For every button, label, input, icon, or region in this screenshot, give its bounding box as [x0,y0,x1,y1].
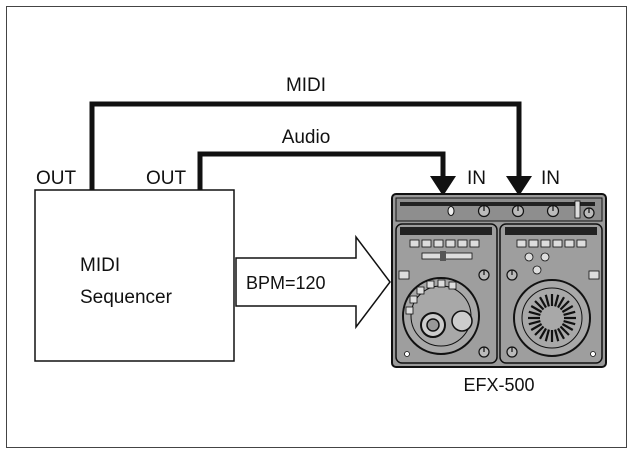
button-icon [577,240,586,247]
small-knob-icon [405,352,410,357]
left-display-icon [400,227,492,235]
jog-pad-center [427,319,439,331]
audio-cable [200,154,443,190]
button-icon [553,240,562,247]
left-effect-panel [396,224,497,363]
jog-button-icon [438,280,445,287]
jog-button-icon [449,282,456,289]
button-icon [517,240,526,247]
button-icon [410,240,419,247]
jog-button-icon [417,287,424,294]
button-icon [434,240,443,247]
left-slider-icon [422,253,472,259]
jog-button-icon [406,307,413,314]
right-effect-panel [500,224,602,363]
button-icon [422,240,431,247]
sequencer-audio-out-label: OUT [146,168,187,189]
audio-connection-label: Audio [282,127,331,148]
round-button-icon [533,266,541,274]
audio-connection: Audio [200,127,456,196]
tempo-sync-arrow: BPM=120 [236,237,390,327]
round-button-icon [541,253,549,261]
midi-sequencer-label-line1: MIDI [80,255,120,276]
tempo-arrow-label: BPM=120 [246,273,326,293]
sequencer-midi-out-label: OUT [36,168,77,189]
button-icon [565,240,574,247]
button-icon [541,240,550,247]
right-side-switch-icon [589,271,599,279]
midi-connection-label: MIDI [286,75,326,96]
device-midi-in-label: IN [541,168,560,189]
jog-button-icon [410,296,417,303]
right-display-icon [505,227,597,235]
input-lamp-icon [448,207,454,216]
midi-sequencer: MIDI Sequencer [35,190,234,361]
midi-sequencer-box [35,190,234,361]
device-audio-in-label: IN [467,168,486,189]
button-icon [529,240,538,247]
top-strip-bar [400,202,595,206]
efx-500-device [392,194,606,367]
midi-sequencer-label-line2: Sequencer [80,287,173,308]
left-side-switch-icon [399,271,409,279]
left-slider-handle-icon [440,251,446,261]
device-name-label: EFX-500 [463,375,534,395]
device-top-strip [396,198,602,221]
round-button-icon [525,253,533,261]
jog-button-icon [427,281,434,288]
button-icon [446,240,455,247]
small-knob-icon [591,352,596,357]
level-meter-icon [575,201,580,218]
button-icon [470,240,479,247]
button-icon [458,240,467,247]
jog-pad-secondary [452,311,472,331]
right-jog-dial-icon [514,280,590,356]
